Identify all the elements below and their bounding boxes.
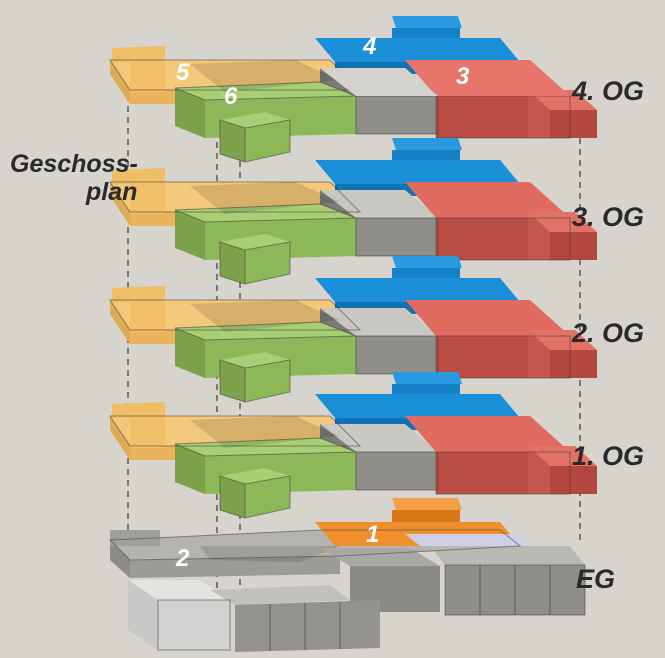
floor-3og — [109, 137, 598, 285]
marker-2: 2 — [175, 545, 190, 572]
marker-4: 4 — [362, 33, 376, 60]
label-3og: 3. OG — [572, 202, 644, 232]
diagram-title: Geschoss- plan — [10, 150, 138, 206]
marker-3: 3 — [456, 63, 470, 90]
marker-6: 6 — [224, 83, 238, 110]
marker-1: 1 — [366, 521, 379, 548]
label-1og: 1. OG — [572, 441, 644, 471]
marker-5: 5 — [176, 59, 190, 86]
label-2og: 2. OG — [571, 318, 644, 348]
floor-2og — [109, 255, 598, 403]
title-line-1: Geschoss- — [10, 150, 138, 178]
floor-1og — [109, 371, 598, 519]
area-markers: 1 2 3 4 5 6 — [175, 33, 470, 572]
label-eg: EG — [576, 564, 615, 594]
floor-labels: 4. OG 3. OG 2. OG 1. OG EG — [571, 76, 644, 594]
title-line-2: plan — [85, 178, 137, 206]
og4-grey-top — [320, 68, 438, 96]
og4-red-top — [405, 60, 570, 96]
floor-eg — [108, 498, 586, 652]
label-4og: 4. OG — [571, 76, 644, 106]
